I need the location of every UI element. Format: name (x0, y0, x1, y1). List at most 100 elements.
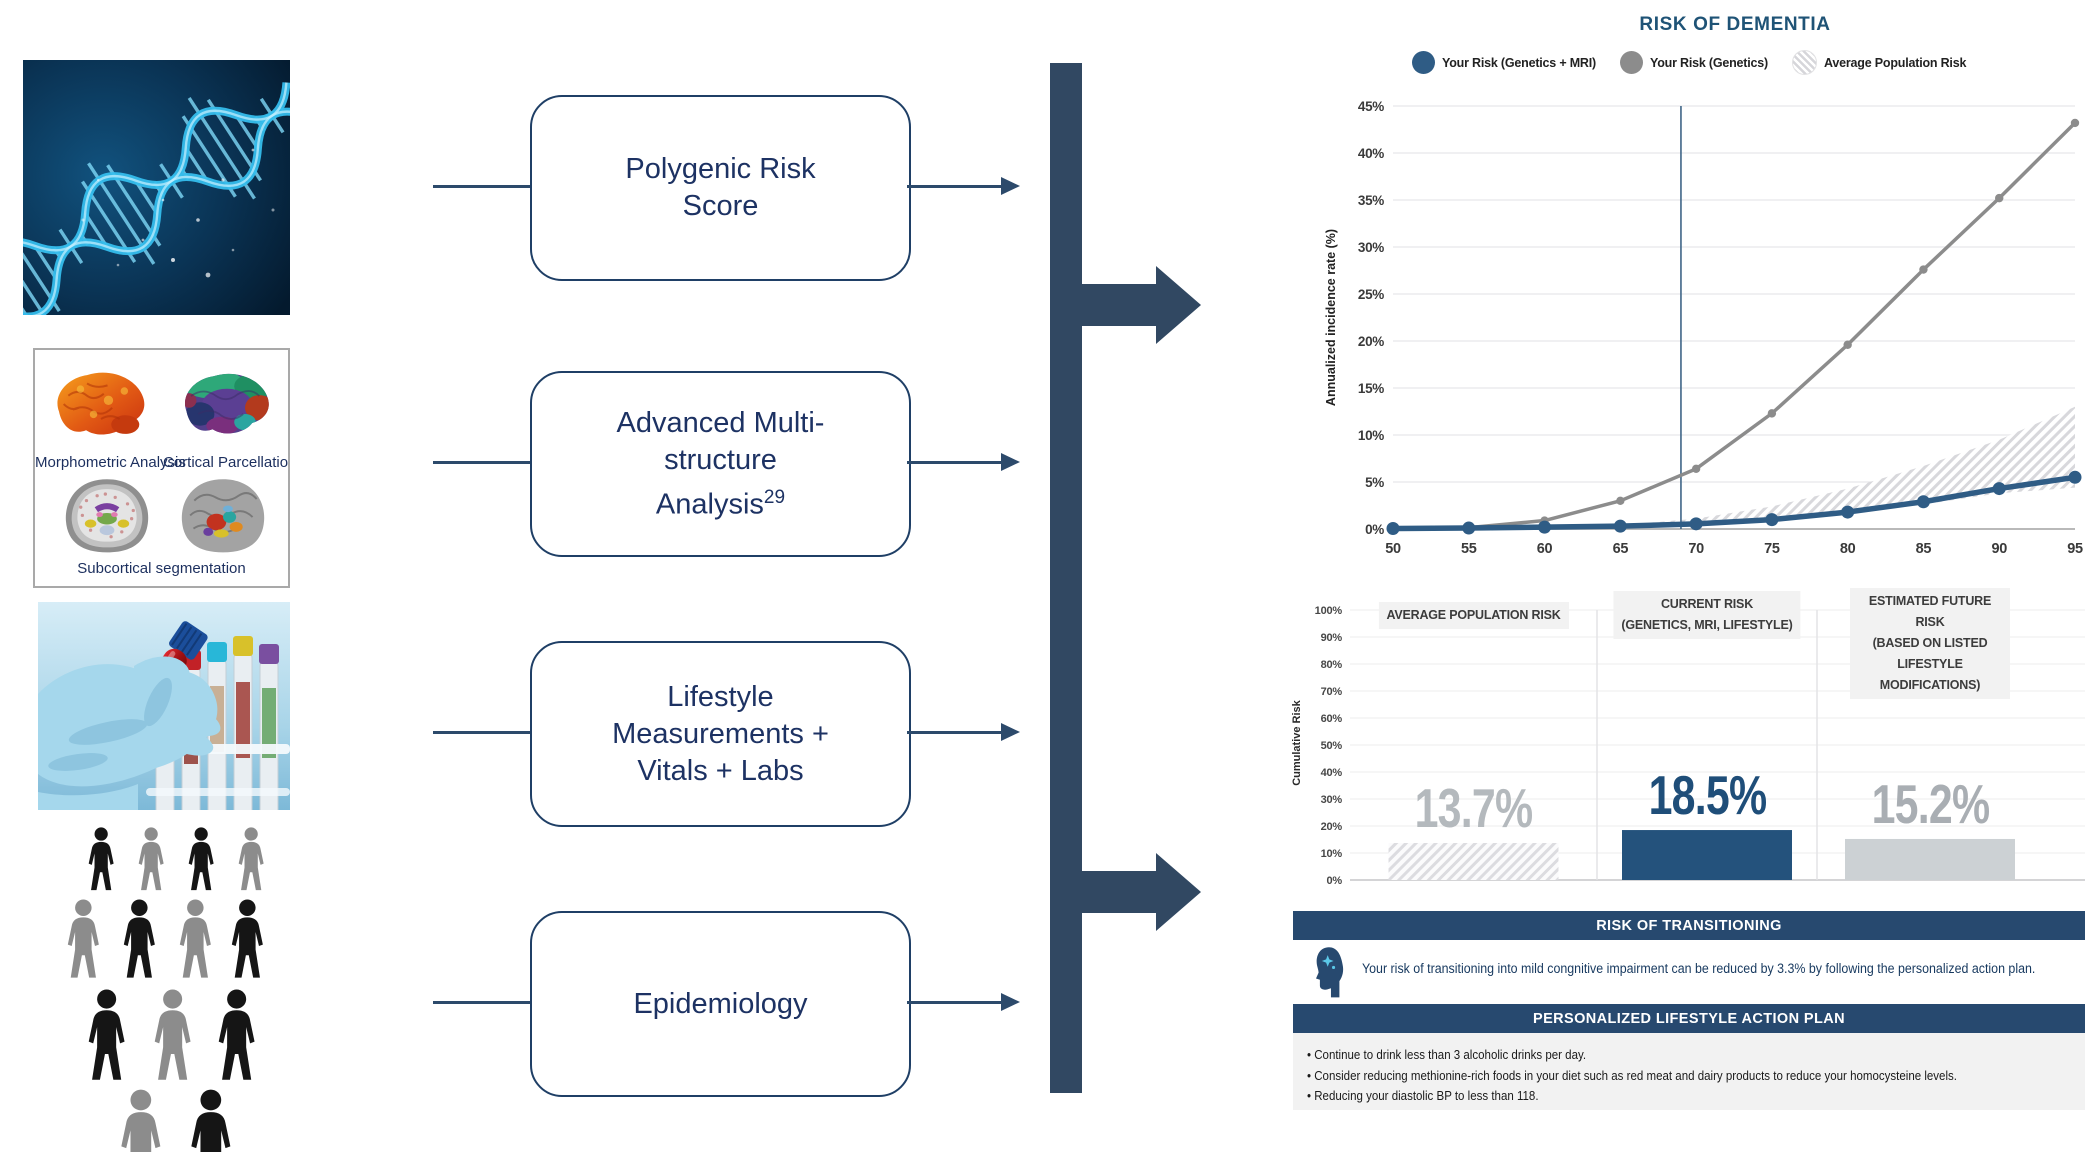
bar-y-tick-label: 80% (1321, 659, 1343, 671)
people-pictogram-graphic (67, 827, 264, 1152)
risk-bar (1845, 838, 2015, 880)
action-plan-bullet: • Reducing your diastolic BP to less tha… (1307, 1088, 1539, 1103)
bar-column-header: ESTIMATED FUTURE RISK (BASED ON LISTED L… (1850, 588, 2010, 699)
bar-y-tick-label: 40% (1321, 767, 1343, 779)
action-plan-list: • Continue to drink less than 3 alcoholi… (1293, 1033, 2085, 1110)
box-advanced-multistructure-analysis: Advanced Multi- structure Analysis29 (530, 371, 911, 557)
dna-helix-graphic (23, 60, 290, 315)
y-axis-title: Annualized incidence rate (%) (1324, 229, 1338, 406)
bar-column-header: CURRENT RISK (GENETICS, MRI, LIFESTYLE) (1613, 591, 1801, 639)
x-tick-label: 50 (1385, 541, 1401, 557)
box-lifestyle-measurements: Lifestyle Measurements + Vitals + Labs (530, 641, 911, 827)
bar-y-tick-label: 30% (1321, 794, 1343, 806)
bar-y-tick-label: 100% (1315, 605, 1343, 617)
legend-label: Your Risk (Genetics) (1649, 55, 1769, 70)
circle-legend-marker-icon (1619, 51, 1643, 74)
circle-legend-marker-icon (1412, 51, 1435, 74)
x-tick-label: 65 (1613, 541, 1629, 557)
reference-superscript: 29 (763, 486, 786, 508)
x-tick-label: 85 (1916, 541, 1932, 557)
head-cognition-icon (1316, 947, 1344, 998)
action-plan-bullet: • Consider reducing methionine-rich food… (1307, 1067, 1957, 1083)
aggregator-bar (1050, 63, 1082, 1093)
hatched-legend-marker-icon (1792, 50, 1818, 75)
x-tick-label: 55 (1461, 541, 1477, 557)
connector-arrow-line (907, 461, 1003, 464)
bar-value-text: 18.5% (1648, 764, 1767, 827)
box-label: Advanced Multi- (616, 406, 825, 439)
bar-value-text: 15.2% (1871, 772, 1990, 835)
connector-line (433, 461, 530, 464)
bar-y-tick-label: 50% (1321, 740, 1343, 752)
bar-chart-y-axis-title: Cumulative Risk (1291, 700, 1303, 786)
risk-bar (1622, 830, 1792, 880)
x-tick-label: 70 (1688, 541, 1704, 557)
box-polygenic-risk-score: Polygenic Risk Score (530, 95, 911, 281)
bar-value-text: 13.7% (1414, 777, 1534, 839)
subcortical-slice-image-1 (65, 479, 149, 553)
y-tick-label: 0% (1365, 522, 1384, 537)
average-population-band (1393, 406, 2075, 529)
bar-y-tick-label: 90% (1321, 632, 1343, 644)
risk-bar (1388, 843, 1559, 880)
legend-item: Your Risk (Genetics) (1619, 51, 1769, 74)
cortical-caption: Cortical Parcellation (163, 454, 290, 471)
action-plan-bullet: • Continue to drink less than 3 alcoholi… (1307, 1047, 1587, 1062)
bar-y-tick-label: 70% (1321, 686, 1343, 698)
right-arrow-icon (1001, 453, 1020, 471)
right-arrow-icon (1001, 177, 1020, 195)
box-label: Epidemiology (633, 987, 808, 1020)
y-tick-label: 45% (1358, 99, 1384, 114)
big-arrow-shaft (1082, 284, 1156, 326)
connector-arrow-line (907, 185, 1003, 188)
box-epidemiology: Epidemiology (530, 911, 911, 1097)
box-label: Lifestyle (667, 680, 774, 713)
legend-item: Your Risk (Genetics + MRI) (1412, 51, 1596, 74)
bar-value-label: 18.5% (1577, 766, 1837, 824)
y-tick-label: 5% (1365, 475, 1384, 490)
x-tick-label: 75 (1764, 541, 1780, 557)
legend-label: Average Population Risk (1824, 55, 1967, 70)
y-tick-label: 25% (1358, 287, 1384, 302)
bar-value-label: 13.7% (1344, 779, 1604, 837)
y-tick-label: 10% (1358, 428, 1384, 443)
connector-line (433, 185, 530, 188)
blood-sample-image (38, 602, 290, 810)
transition-risk-text: Your risk of transitioning into mild con… (1362, 961, 2036, 976)
bar-value-label: 15.2% (1800, 775, 2060, 833)
y-tick-label: 35% (1358, 193, 1384, 208)
big-right-arrow-icon (1156, 266, 1201, 344)
y-tick-label: 40% (1358, 146, 1384, 161)
y-tick-label: 20% (1358, 334, 1384, 349)
blood-sample-graphic (38, 602, 290, 810)
connector-arrow-line (907, 1001, 1003, 1004)
dna-helix-image (23, 60, 290, 315)
bar-y-tick-label: 60% (1321, 713, 1343, 725)
morphometric-caption: Morphometric Analysis (35, 454, 186, 471)
y-tick-label: 15% (1358, 381, 1384, 396)
box-label: Polygenic Risk (625, 153, 816, 185)
brain-analysis-panel: Morphometric Analysis Cortical Parcellat… (33, 348, 290, 588)
morphometric-brain-image (57, 372, 145, 435)
risk-of-dementia-title: RISK OF DEMENTIA (1639, 14, 1831, 35)
x-tick-label: 60 (1537, 541, 1553, 557)
right-arrow-icon (1001, 993, 1020, 1011)
bar-column-header: AVERAGE POPULATION RISK (1378, 602, 1569, 629)
connector-line (433, 731, 530, 734)
x-tick-label: 95 (2067, 541, 2083, 557)
bar-y-tick-label: 0% (1327, 875, 1343, 887)
legend-label: Your Risk (Genetics + MRI) (1442, 55, 1596, 70)
right-arrow-icon (1001, 723, 1020, 741)
x-tick-label: 80 (1840, 541, 1856, 557)
x-tick-label: 90 (1991, 541, 2007, 557)
bar-y-tick-label: 20% (1321, 821, 1343, 833)
action-plan-header: PERSONALIZED LIFESTYLE ACTION PLAN (1293, 1004, 2085, 1033)
risk-of-transitioning-body (1293, 940, 2085, 1003)
line-chart-legend: Your Risk (Genetics + MRI) Your Risk (Gen… (1412, 50, 1980, 75)
bar-y-tick-label: 10% (1321, 848, 1343, 860)
subcortical-caption: Subcortical segmentation (77, 560, 246, 577)
connector-arrow-line (907, 731, 1003, 734)
connector-line (433, 1001, 530, 1004)
subcortical-slice-image-2 (181, 479, 265, 553)
